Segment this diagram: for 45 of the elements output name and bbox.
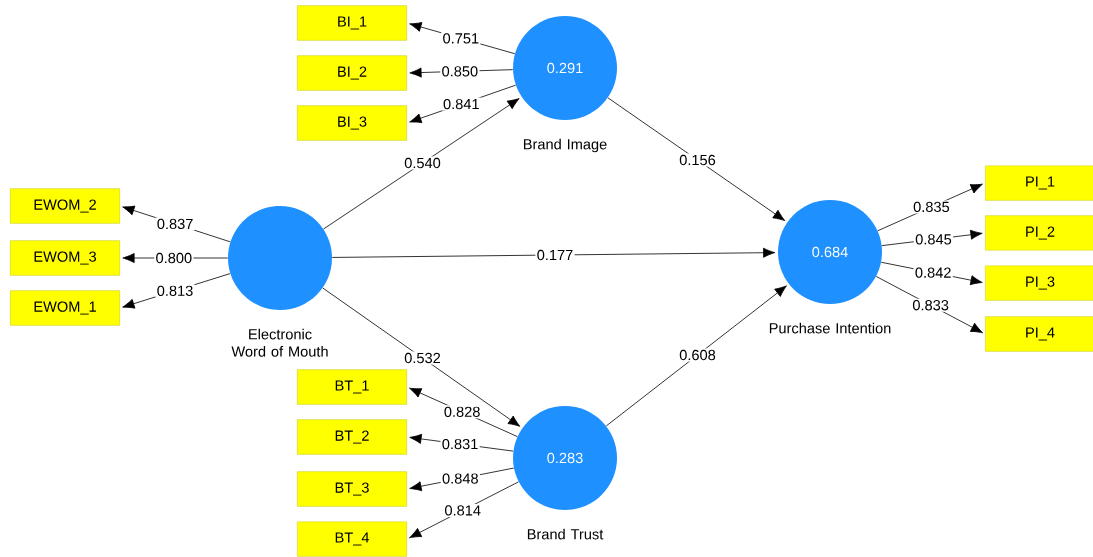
edge-label: 0.848: [440, 472, 480, 486]
indicator-box: BI_3: [297, 105, 407, 141]
edge-label: 0.845: [913, 232, 954, 246]
edge-label: 0.841: [441, 97, 481, 111]
indicator-box: EWOM_3: [10, 240, 120, 276]
edge-label: 0.814: [443, 503, 483, 517]
edge-label: 0.813: [155, 284, 195, 298]
indicator-box: BI_2: [297, 55, 407, 91]
indicator-box: EWOM_1: [10, 290, 120, 326]
arrow: [605, 285, 787, 427]
arrow: [322, 287, 521, 427]
indicator-box: BT_2: [297, 419, 407, 455]
indicator-box: BT_1: [297, 369, 407, 405]
edge-label: 0.835: [911, 200, 952, 214]
arrow: [875, 276, 983, 334]
indicator-box: PI_3: [985, 265, 1093, 301]
indicator-box: EWOM_2: [10, 188, 120, 224]
indicator-box: PI_2: [985, 215, 1093, 251]
edge-label: 0.842: [913, 266, 953, 280]
indicator-box: PI_4: [985, 316, 1093, 352]
indicator-box: BT_4: [297, 521, 407, 557]
indicator-box: PI_1: [985, 165, 1093, 201]
arrow: [409, 387, 518, 437]
edge-label: 0.751: [441, 31, 481, 45]
edge-label: 0.831: [440, 437, 480, 451]
edge-label: 0.850: [440, 64, 480, 78]
edge-label: 0.540: [402, 156, 443, 170]
arrow: [607, 97, 786, 221]
edge-label: 0.532: [402, 351, 443, 365]
construct-label: Brand Trust: [527, 528, 604, 540]
indicator-box: BI_1: [297, 5, 407, 41]
edge-label: 0.837: [155, 217, 195, 231]
construct-label: Purchase Intention: [769, 322, 891, 334]
construct-label: Brand Image: [524, 138, 607, 153]
edge-label: 0.828: [442, 405, 482, 419]
edge-label: 0.833: [911, 298, 951, 312]
construct-label: Electronic Word of Mouth: [231, 328, 328, 357]
edge-label: 0.800: [154, 251, 194, 265]
arrow: [331, 247, 776, 258]
edge-label: 0.177: [535, 248, 575, 262]
arrow: [877, 183, 983, 232]
edge-label: 0.156: [677, 153, 718, 167]
arrow: [323, 98, 520, 230]
indicator-box: BT_3: [297, 471, 407, 507]
edge-label: 0.608: [677, 348, 718, 362]
